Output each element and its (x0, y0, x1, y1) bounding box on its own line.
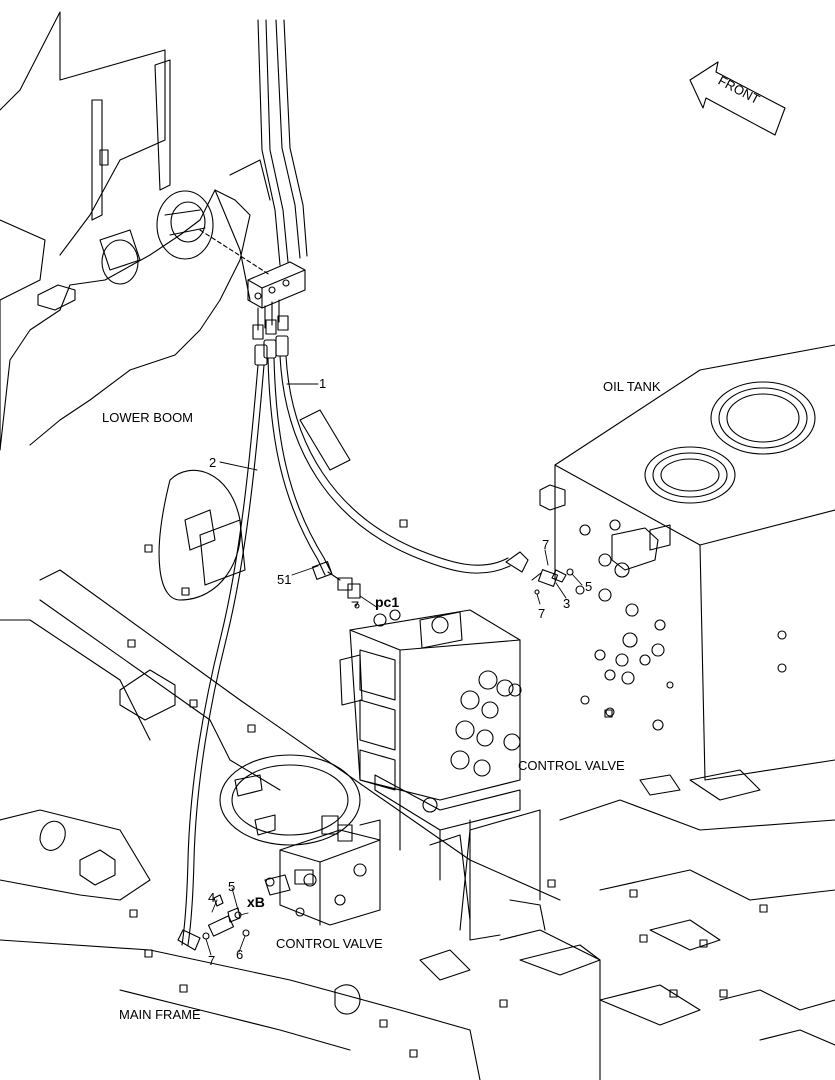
callout-4: 4 (208, 890, 216, 905)
upper-control-valve (339, 609, 522, 941)
callout-7-mid: 7 (538, 606, 546, 621)
callout-5-lower: 5 (228, 879, 236, 894)
lower-boom-label: LOWER BOOM (102, 410, 194, 425)
upper-control-valve-label: CONTROL VALVE (518, 758, 625, 773)
fitting-3 (531, 568, 574, 595)
lower-control-valve-label: CONTROL VALVE (276, 936, 383, 951)
lower-boom (0, 11, 308, 451)
port-xb-label: xB (247, 894, 265, 910)
oil-tank (539, 344, 835, 781)
hose-1 (279, 355, 529, 574)
callout-2: 2 (209, 455, 217, 470)
valve-spools (373, 609, 522, 813)
lower-control-valve (264, 815, 381, 926)
oil-tank-label: OIL TANK (603, 379, 661, 394)
callout-5-right: 5 (585, 579, 593, 594)
front-arrow-icon: FRONT (689, 61, 786, 136)
callout-7-top: 7 (542, 537, 550, 552)
tank-ports (575, 519, 787, 731)
swing-frame (0, 409, 835, 1080)
callout-3: 3 (563, 596, 571, 611)
callout-7-lower: 7 (208, 953, 216, 968)
pc1-fitting (327, 571, 361, 609)
hose-2 (177, 364, 265, 951)
leader-lines (205, 383, 583, 956)
frame-bolts (127, 519, 768, 1058)
hose-51 (267, 357, 333, 580)
callout-51: 51 (277, 572, 292, 587)
callout-1: 1 (319, 376, 327, 391)
port-pc1-label: pc1 (375, 594, 400, 610)
main-frame-label: MAIN FRAME (119, 1007, 201, 1022)
callout-6: 6 (236, 947, 244, 962)
